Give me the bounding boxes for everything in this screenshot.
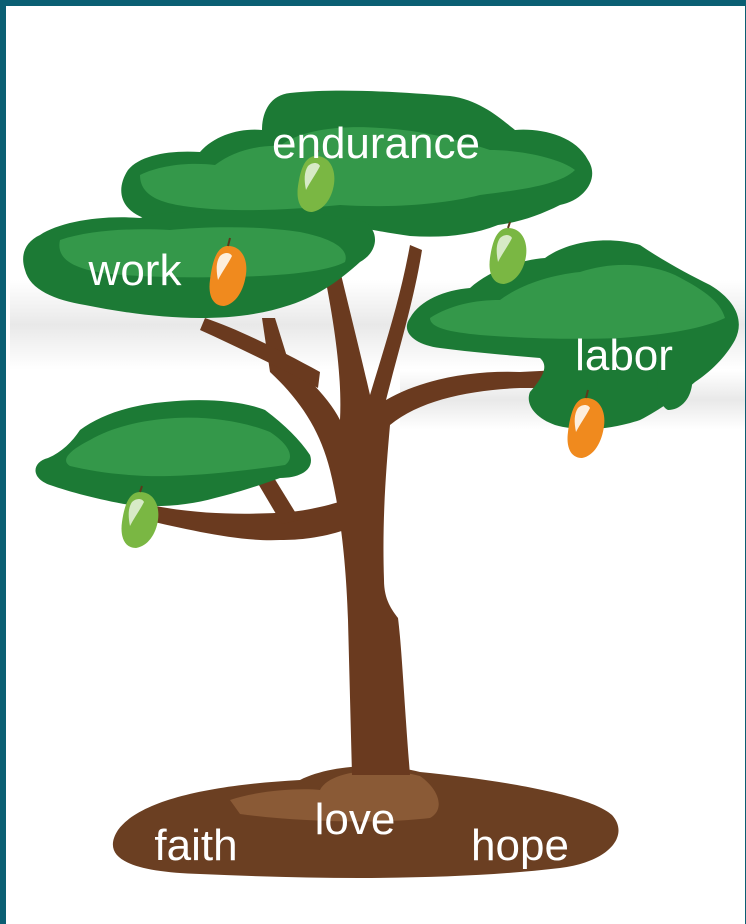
soil-mound <box>112 766 619 878</box>
canopy-top <box>121 90 593 237</box>
canopy-left-upper <box>23 210 376 318</box>
label-endurance: endurance <box>272 119 480 168</box>
orange-mango-icon <box>567 389 605 458</box>
green-mango-icon <box>297 149 335 212</box>
orange-mango-icon <box>209 237 247 306</box>
label-work: work <box>88 246 183 295</box>
green-mango-icon <box>489 221 527 284</box>
green-mango-icon <box>121 485 159 548</box>
canopy-right <box>406 240 739 430</box>
label-labor: labor <box>575 331 673 380</box>
label-faith: faith <box>154 821 237 870</box>
canopy-left-lower <box>35 400 311 507</box>
label-hope: hope <box>471 821 569 870</box>
label-love: love <box>315 795 396 844</box>
